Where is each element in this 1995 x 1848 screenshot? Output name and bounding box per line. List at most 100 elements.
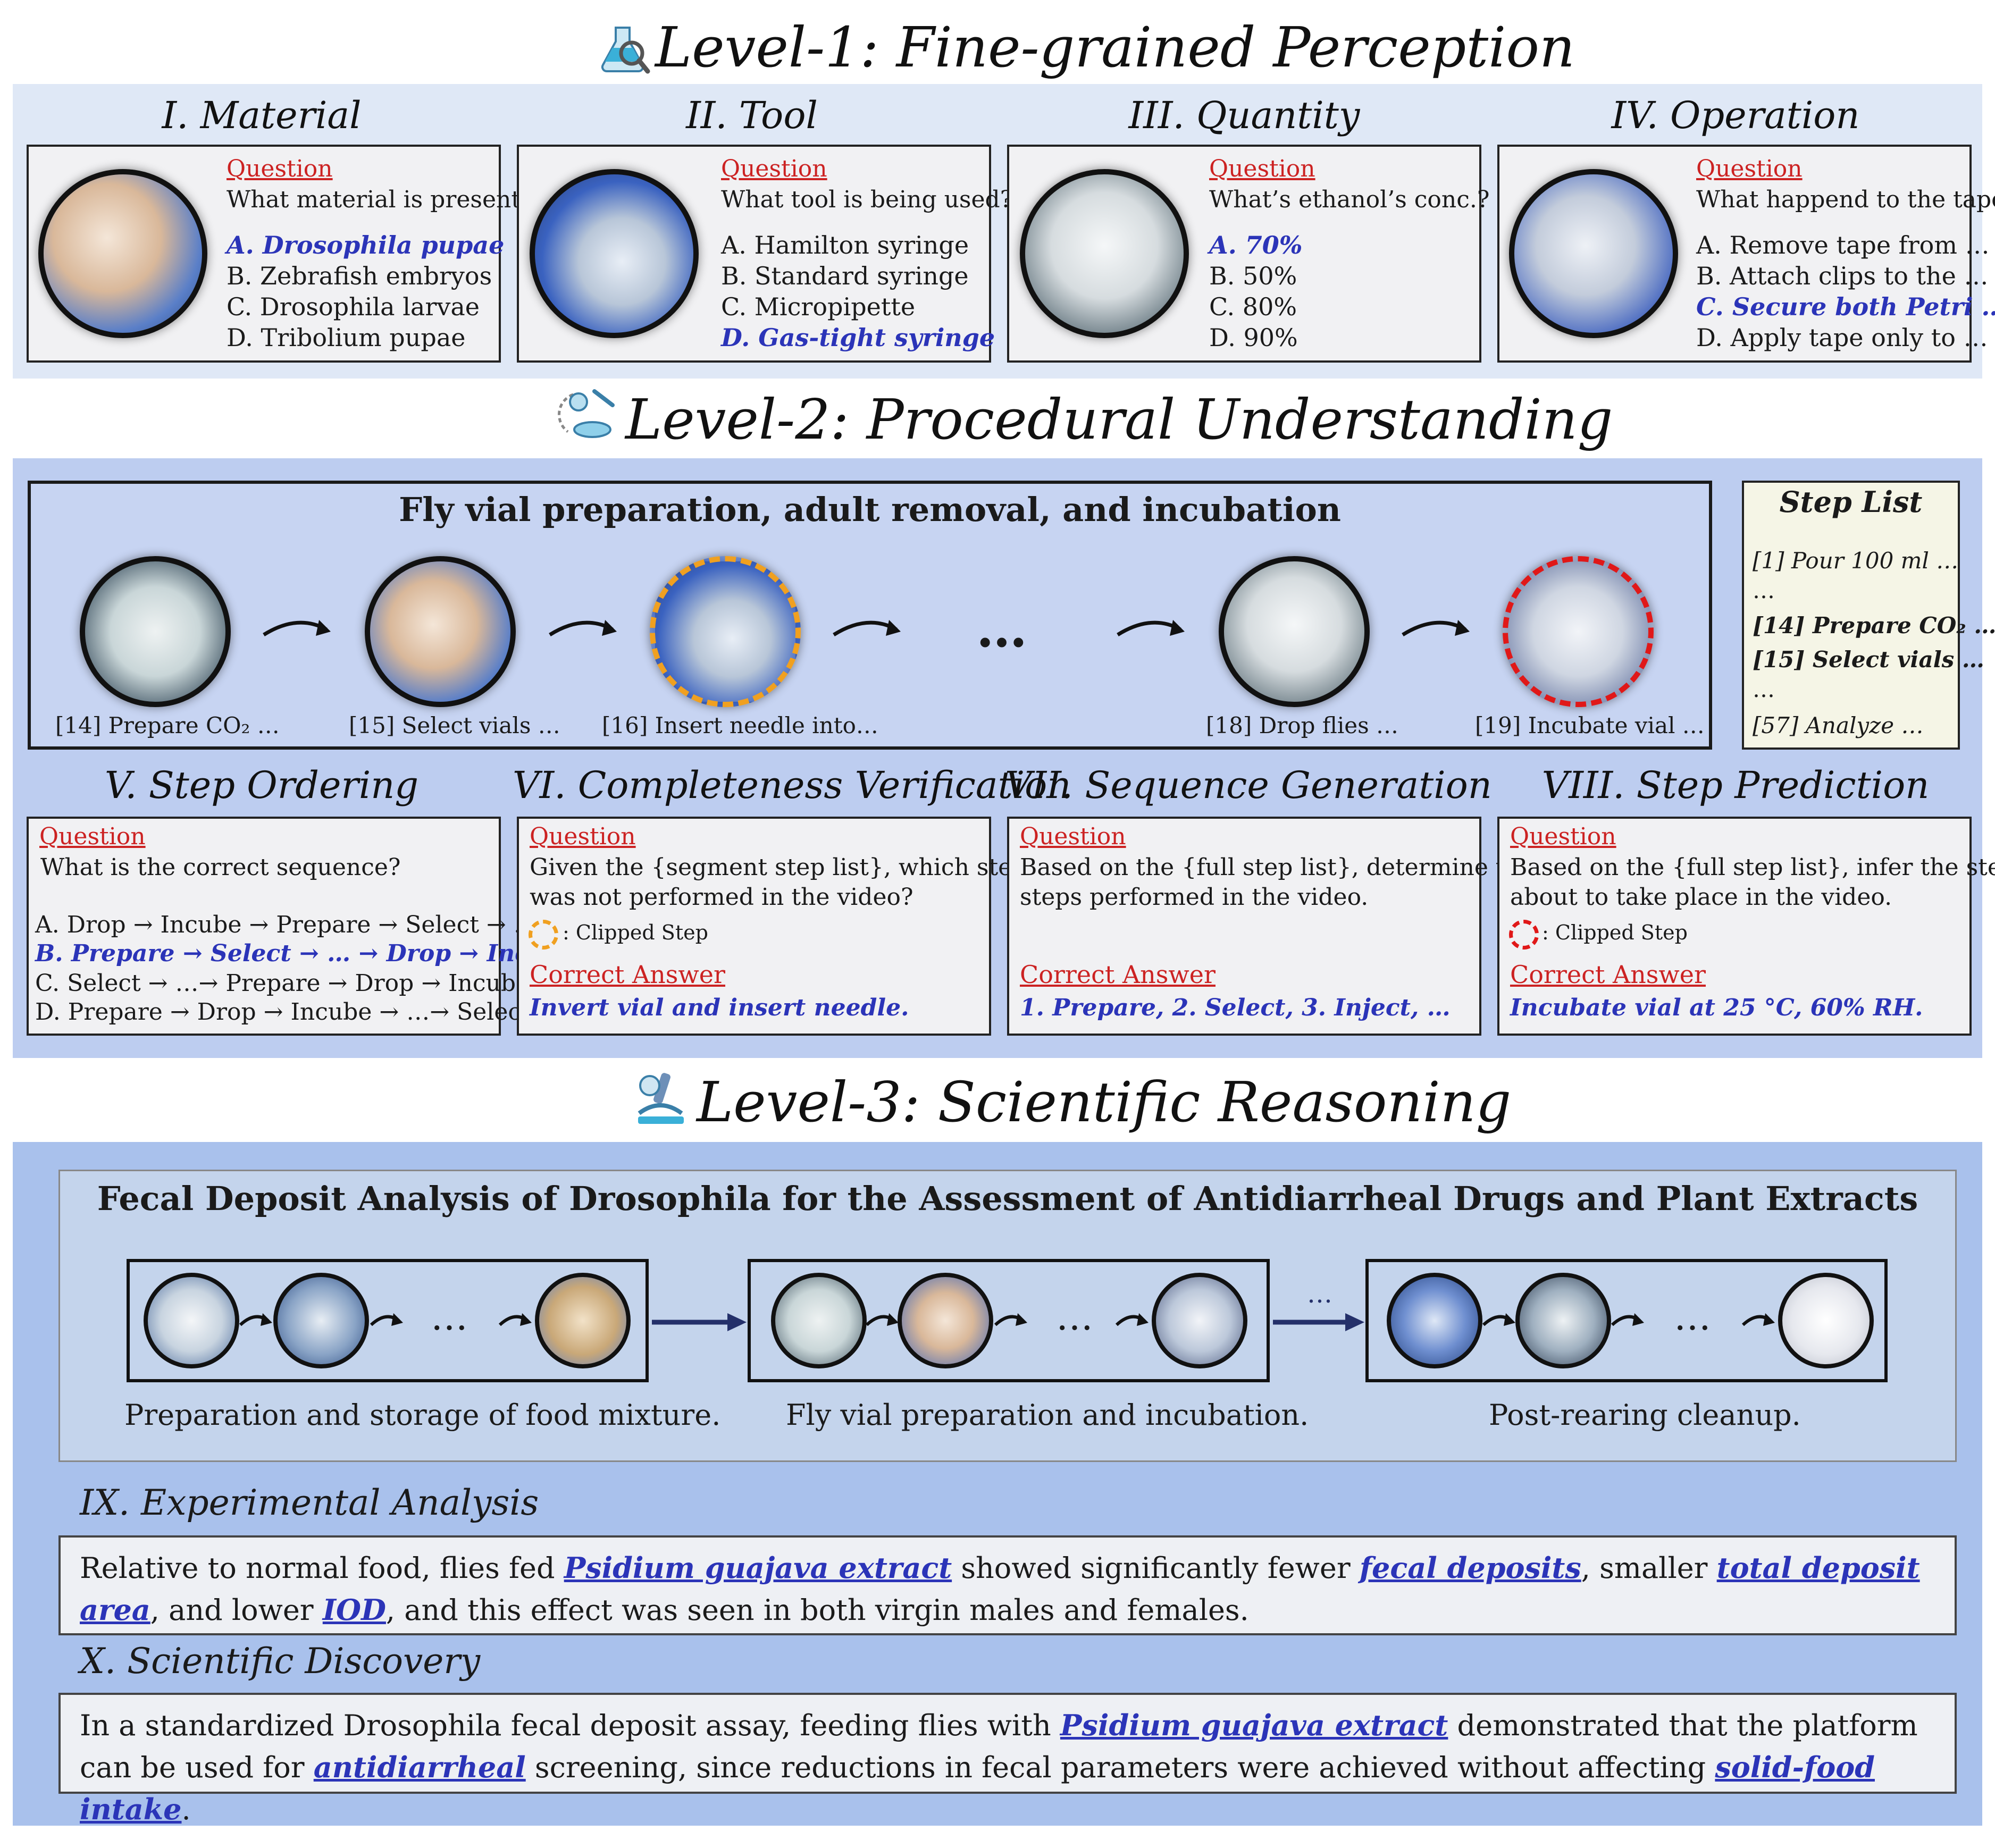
stage-3-arrow-b [1611, 1309, 1647, 1334]
step-ordering-option-c[interactable]: C. Select → …→ Prepare → Drop → Incube [35, 970, 530, 997]
operation-option-a[interactable]: A. Remove tape from … [1696, 231, 1990, 259]
scientific-discovery-text: In a standardized Drosophila fecal depos… [58, 1693, 1957, 1826]
stage-1-image-3 [535, 1273, 631, 1368]
analysis-text-3: , smaller [1581, 1551, 1717, 1585]
completeness-answer-label: Correct Answer [530, 960, 725, 989]
experimental-analysis-text: Relative to normal food, flies fed Psidi… [58, 1535, 1957, 1635]
step-list-item-6: [57] Analyze … [1753, 712, 1924, 738]
step-19-caption: [19] Incubate vial … [1475, 712, 1705, 738]
stage-3-image-1 [1387, 1273, 1482, 1368]
step-arrow-4 [1114, 611, 1189, 645]
syringe-image [530, 169, 699, 338]
tool-option-d[interactable]: D. Gas-tight syringe [721, 323, 995, 352]
step-arrow-3 [831, 611, 905, 645]
step-ordering-question-label: Question [39, 823, 146, 850]
operation-option-b[interactable]: B. Attach clips to the … [1696, 262, 1989, 290]
step-ordering-option-d[interactable]: D. Prepare → Drop → Incube → …→ Select [35, 998, 531, 1026]
tool-heading: II. Tool [686, 94, 818, 137]
sequence-generation-question-line1: Based on the {full step list}, determine… [1020, 854, 1534, 881]
step-ordering-card [27, 817, 501, 1036]
step-ordering-option-b[interactable]: B. Prepare → Select → … → Drop → Incube [35, 940, 577, 967]
stage-arrow-1 [650, 1309, 748, 1338]
completeness-question-line2: was not performed in the video? [530, 884, 913, 911]
quantity-option-d[interactable]: D. 90% [1209, 323, 1298, 352]
operation-option-d[interactable]: D. Apply tape only to … [1696, 323, 1988, 352]
material-option-c[interactable]: C. Drosophila larvae [227, 292, 480, 321]
tool-question: What tool is being used? [721, 186, 1013, 213]
experiment-title: Fecal Deposit Analysis of Drosophila for… [97, 1179, 1918, 1218]
discovery-keyword-antidiarrheal[interactable]: antidiarrheal [313, 1750, 526, 1784]
step-16-needle-image [650, 556, 801, 707]
stage-2-image-2 [898, 1273, 993, 1368]
procedure-box [28, 481, 1712, 750]
material-option-b[interactable]: B. Zebrafish embryos [227, 262, 492, 290]
completeness-question-label: Question [530, 823, 636, 850]
discovery-text-2: demonstrated that the platform can be us… [80, 1709, 1918, 1784]
operation-option-c[interactable]: C. Secure both Petri … [1696, 292, 1995, 321]
step-prediction-question-label: Question [1510, 823, 1616, 850]
level2-title: Level-2: Procedural Understanding [625, 387, 1613, 452]
stage-1-caption: Preparation and storage of food mixture. [124, 1398, 721, 1432]
material-option-a[interactable]: A. Drosophila pupae [227, 231, 505, 259]
tool-option-b[interactable]: B. Standard syringe [721, 262, 969, 290]
stage-3-arrow-a [1482, 1309, 1519, 1334]
step-arrow-5 [1399, 611, 1474, 645]
step-list-item-2: … [1753, 577, 1775, 603]
petri-dishes-image [1509, 169, 1678, 338]
step-prediction-question-line2: about to take place in the video. [1510, 884, 1892, 911]
step-prediction-card [1497, 817, 1972, 1036]
step-15-vials-image [365, 556, 516, 707]
step-15-caption: [15] Select vials … [349, 712, 560, 738]
step-prediction-heading: VIII. Step Prediction [1541, 763, 1930, 807]
operation-heading: IV. Operation [1611, 94, 1860, 137]
step-arrow-1 [261, 611, 335, 645]
quantity-option-a[interactable]: A. 70% [1209, 231, 1303, 259]
stage-1-image-2 [273, 1273, 369, 1368]
step-prediction-answer: Incubate vial at 25 °C, 60% RH. [1510, 994, 1923, 1021]
stage-1-arrow-c [498, 1309, 535, 1334]
analysis-text-2: showed significantly fewer [952, 1551, 1360, 1585]
step-prediction-answer-label: Correct Answer [1510, 960, 1706, 989]
stage-1-image-1 [144, 1273, 239, 1368]
sequence-generation-card [1007, 817, 1481, 1036]
analysis-keyword-fecal-deposits[interactable]: fecal deposits [1359, 1551, 1581, 1585]
stage-3-caption: Post-rearing cleanup. [1489, 1398, 1801, 1432]
level3-title: Level-3: Scientific Reasoning [697, 1070, 1512, 1135]
discovery-keyword-psidium[interactable]: Psidium guajava extract [1060, 1708, 1448, 1742]
tool-option-c[interactable]: C. Micropipette [721, 292, 916, 321]
material-heading: I. Material [162, 94, 362, 137]
step-14-caption: [14] Prepare CO₂ … [55, 712, 280, 738]
analysis-keyword-iod[interactable]: IOD [322, 1593, 386, 1627]
step-19-incubator-image [1503, 556, 1654, 707]
quantity-option-b[interactable]: B. 50% [1209, 262, 1297, 290]
sequence-generation-question-line2: steps performed in the video. [1020, 884, 1369, 911]
quantity-option-c[interactable]: C. 80% [1209, 292, 1297, 321]
stage-1-ellipsis: … [431, 1295, 468, 1339]
quantity-question: What’s ethanol’s conc.? [1209, 186, 1490, 213]
sequence-generation-question-label: Question [1020, 823, 1126, 850]
analysis-keyword-psidium[interactable]: Psidium guajava extract [564, 1551, 952, 1585]
stage-3-image-2 [1515, 1273, 1611, 1368]
level2-icon [557, 384, 620, 447]
step-ordering-option-a[interactable]: A. Drop → Incube → Prepare → Select → … [35, 911, 537, 938]
stage-arrow-2 [1271, 1309, 1365, 1338]
procedure-title: Fly vial preparation, adult removal, and… [399, 490, 1341, 529]
operation-question-label: Question [1696, 155, 1803, 182]
material-option-d[interactable]: D. Tribolium pupae [227, 323, 466, 352]
stage-2-image-3 [1152, 1273, 1247, 1368]
quantity-heading: III. Quantity [1128, 94, 1360, 137]
scientific-discovery-heading: X. Scientific Discovery [80, 1641, 481, 1682]
step-ordering-question: What is the correct sequence? [40, 854, 401, 881]
stage-3-image-3 [1778, 1273, 1874, 1368]
tool-option-a[interactable]: A. Hamilton syringe [721, 231, 969, 259]
analysis-keyword-total-deposit-area[interactable]: total deposit area [80, 1551, 1920, 1627]
stage-1-arrow-a [239, 1309, 275, 1334]
sequence-generation-heading: VII. Sequence Generation [1005, 763, 1492, 807]
step-list-title: Step List [1779, 485, 1923, 519]
level3-icon [628, 1068, 692, 1131]
step-18-caption: [18] Drop flies … [1206, 712, 1399, 738]
discovery-keyword-solid-food-intake[interactable]: solid-food intake [80, 1750, 1875, 1826]
discovery-text-3: screening, since reductions in fecal par… [525, 1751, 1715, 1784]
discovery-text-1: In a standardized Drosophila fecal depos… [80, 1709, 1060, 1742]
stage-2-arrow-c [1115, 1309, 1152, 1334]
